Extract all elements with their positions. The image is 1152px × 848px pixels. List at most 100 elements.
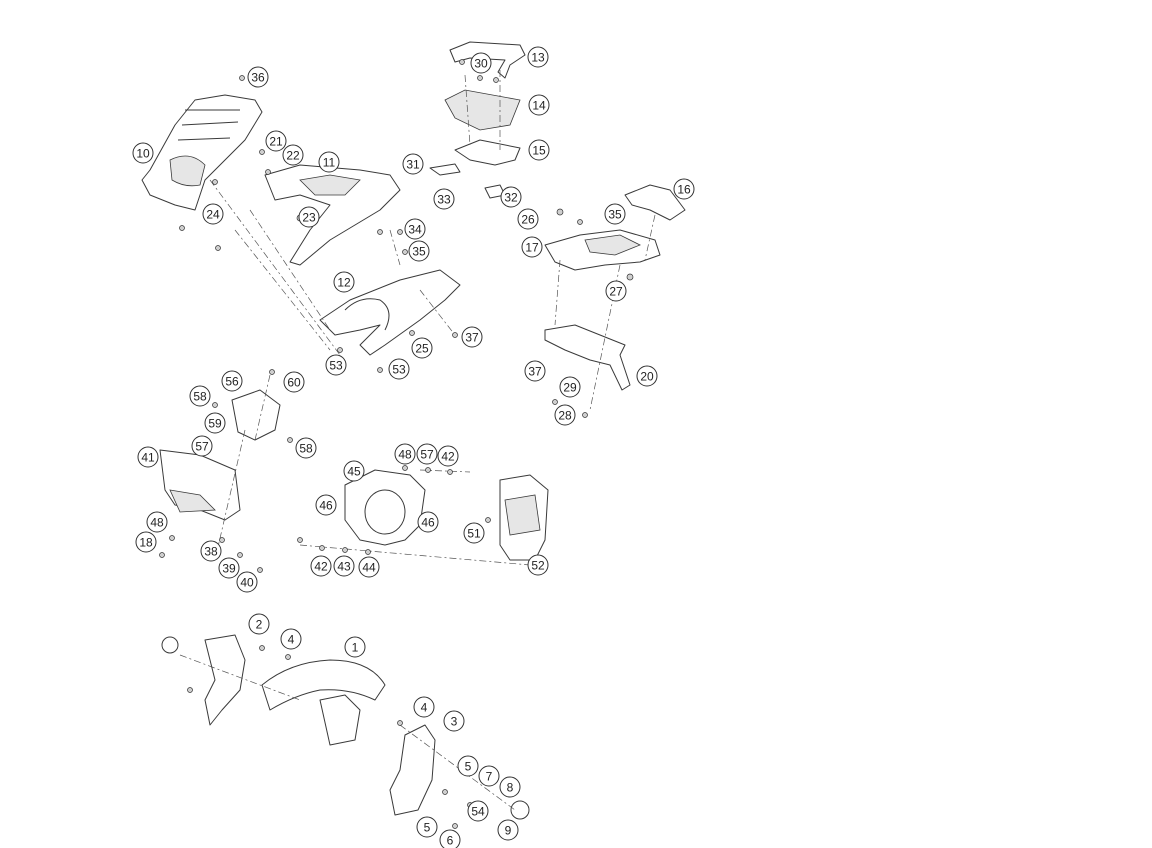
callout-36[interactable]: 36 <box>247 66 269 88</box>
callout-60[interactable]: 60 <box>283 371 305 393</box>
callout-48[interactable]: 48 <box>394 443 416 465</box>
callout-42[interactable]: 42 <box>310 555 332 577</box>
callout-16[interactable]: 16 <box>673 178 695 200</box>
callout-9[interactable]: 9 <box>497 819 519 841</box>
callout-label: 6 <box>447 834 454 848</box>
callout-10[interactable]: 10 <box>132 142 154 164</box>
callout-circle <box>408 240 430 262</box>
callout-48[interactable]: 48 <box>146 511 168 533</box>
callout-label: 58 <box>299 442 313 456</box>
callout-circle <box>402 153 424 175</box>
callout-53[interactable]: 53 <box>388 358 410 380</box>
callout-5[interactable]: 5 <box>457 755 479 777</box>
callout-45[interactable]: 45 <box>343 460 365 482</box>
callout-38[interactable]: 38 <box>200 540 222 562</box>
callout-circle <box>417 511 439 533</box>
callout-29[interactable]: 29 <box>559 376 581 398</box>
callout-53[interactable]: 53 <box>325 354 347 376</box>
callout-circle <box>204 412 226 434</box>
callout-label: 40 <box>240 576 254 590</box>
callout-8[interactable]: 8 <box>499 776 521 798</box>
callout-label: 13 <box>531 51 545 65</box>
callout-52[interactable]: 52 <box>527 554 549 576</box>
callout-35[interactable]: 35 <box>604 203 626 225</box>
callout-20[interactable]: 20 <box>636 365 658 387</box>
callout-21[interactable]: 21 <box>265 130 287 152</box>
callout-25[interactable]: 25 <box>411 337 433 359</box>
callout-27[interactable]: 27 <box>605 280 627 302</box>
rear-fasteners <box>179 75 458 373</box>
callout-18[interactable]: 18 <box>135 531 157 553</box>
callout-circle <box>517 208 539 230</box>
callout-circle <box>247 66 269 88</box>
callout-label: 35 <box>412 245 426 259</box>
callout-37[interactable]: 37 <box>461 326 483 348</box>
callout-31[interactable]: 31 <box>402 153 424 175</box>
callout-circle <box>146 511 168 533</box>
callout-35[interactable]: 35 <box>408 240 430 262</box>
rear-mudguard-assembly <box>141 94 461 356</box>
callout-circle <box>344 636 366 658</box>
callout-43[interactable]: 43 <box>333 555 355 577</box>
callout-42[interactable]: 42 <box>437 445 459 467</box>
callout-37[interactable]: 37 <box>524 360 546 382</box>
callout-59[interactable]: 59 <box>204 412 226 434</box>
callout-23[interactable]: 23 <box>298 206 320 228</box>
callout-58[interactable]: 58 <box>189 385 211 407</box>
callout-3[interactable]: 3 <box>443 710 465 732</box>
callout-label: 29 <box>563 381 577 395</box>
callout-circle <box>221 370 243 392</box>
callout-circle <box>463 522 485 544</box>
callout-5[interactable]: 5 <box>416 816 438 838</box>
callout-58[interactable]: 58 <box>295 437 317 459</box>
callout-label: 45 <box>347 465 361 479</box>
callout-label: 5 <box>465 760 472 774</box>
callout-circle <box>137 446 159 468</box>
callout-57[interactable]: 57 <box>416 443 438 465</box>
callout-33[interactable]: 33 <box>433 188 455 210</box>
callout-circle <box>437 445 459 467</box>
callout-circle <box>318 151 340 173</box>
callout-57[interactable]: 57 <box>191 435 213 457</box>
callout-circle <box>470 52 492 74</box>
callout-15[interactable]: 15 <box>528 139 550 161</box>
callout-label: 12 <box>337 276 351 290</box>
callout-1[interactable]: 1 <box>344 636 366 658</box>
callout-label: 10 <box>136 147 150 161</box>
callout-46[interactable]: 46 <box>417 511 439 533</box>
callout-22[interactable]: 22 <box>282 144 304 166</box>
callout-56[interactable]: 56 <box>221 370 243 392</box>
callout-4[interactable]: 4 <box>413 696 435 718</box>
callout-41[interactable]: 41 <box>137 446 159 468</box>
callout-30[interactable]: 30 <box>470 52 492 74</box>
callout-46[interactable]: 46 <box>315 494 337 516</box>
callout-label: 28 <box>558 409 572 423</box>
callout-17[interactable]: 17 <box>521 236 543 258</box>
callout-circle <box>333 271 355 293</box>
callout-40[interactable]: 40 <box>236 571 258 593</box>
callout-24[interactable]: 24 <box>202 203 224 225</box>
callout-39-selected[interactable]: 39 <box>218 557 240 579</box>
callout-label: 33 <box>437 193 451 207</box>
callout-label: 37 <box>465 331 479 345</box>
callout-11[interactable]: 11 <box>318 151 340 173</box>
callout-label: 37 <box>528 365 542 379</box>
callout-32[interactable]: 32 <box>500 186 522 208</box>
callout-label: 25 <box>415 342 429 356</box>
callout-28[interactable]: 28 <box>554 404 576 426</box>
callout-12[interactable]: 12 <box>333 271 355 293</box>
callout-34[interactable]: 34 <box>404 218 426 240</box>
callout-circle <box>298 206 320 228</box>
callout-6[interactable]: 6 <box>439 829 461 848</box>
callout-44[interactable]: 44 <box>358 556 380 578</box>
callout-13[interactable]: 13 <box>527 46 549 68</box>
callout-7[interactable]: 7 <box>478 765 500 787</box>
callout-54[interactable]: 54 <box>467 800 489 822</box>
callout-circle <box>325 354 347 376</box>
callout-14[interactable]: 14 <box>528 94 550 116</box>
callout-4[interactable]: 4 <box>280 628 302 650</box>
callout-51[interactable]: 51 <box>463 522 485 544</box>
callout-26[interactable]: 26 <box>517 208 539 230</box>
callout-2[interactable]: 2 <box>248 613 270 635</box>
